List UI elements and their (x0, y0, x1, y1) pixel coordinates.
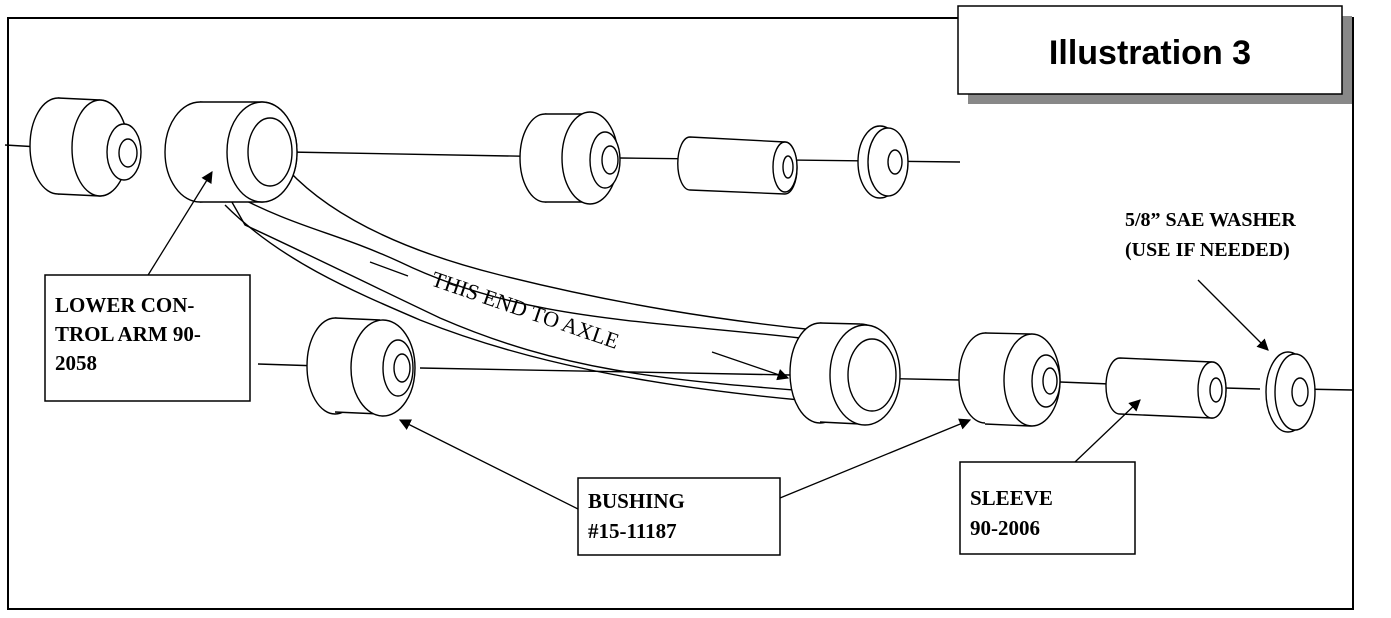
top-left-bushing (29, 97, 142, 197)
arrow-washer (1197, 279, 1269, 351)
lower-control-arm-upper-edge (287, 169, 816, 331)
arrow-bushing-right (779, 418, 972, 499)
top-sleeve (677, 136, 798, 195)
top-assembly-row (4, 97, 961, 401)
label-washer: 5/8” SAE WASHER (USE IF NEEDED) (1125, 209, 1296, 261)
title-box: Illustration 3 (957, 5, 1352, 104)
bottom-right-bushing (958, 332, 1061, 427)
bottom-left-bushing (306, 317, 416, 417)
title-box-panel (957, 5, 1343, 95)
label-sleeve-line-2: 90-2006 (970, 516, 1040, 540)
top-middle-bushing (519, 111, 621, 205)
label-washer-line-2: (USE IF NEEDED) (1125, 239, 1290, 261)
label-lower-control-arm: LOWER CON- TROL ARM 90- 2058 (44, 274, 251, 402)
control-arm-bottom-eye (789, 322, 901, 426)
label-bushing: BUSHING #15-11187 (577, 477, 781, 556)
label-lower-control-arm-line-3: 2058 (55, 351, 97, 375)
lower-control-arm-lower-edge (224, 204, 801, 401)
diagram-border (7, 17, 1354, 610)
arrow-axle-start-dash (369, 261, 409, 277)
label-washer-line-1: 5/8” SAE WASHER (1125, 209, 1296, 231)
illustration-title: Illustration 3 (1049, 34, 1251, 72)
bottom-sleeve (1105, 357, 1227, 419)
arrow-sleeve (1074, 399, 1141, 463)
bottom-assembly-row (257, 317, 1353, 433)
arrow-lower-control-arm (144, 171, 213, 281)
label-sleeve: SLEEVE 90-2006 (959, 461, 1136, 555)
top-washer (857, 125, 909, 199)
label-bushing-line-2: #15-11187 (588, 519, 677, 543)
label-bushing-line-1: BUSHING (588, 489, 685, 513)
arrow-bushing-left (398, 419, 581, 511)
control-arm-top-eye (164, 101, 298, 203)
bottom-washer (1265, 351, 1316, 433)
arrow-axle (711, 351, 790, 381)
label-sleeve-line-1: SLEEVE (970, 486, 1053, 510)
label-lower-control-arm-line-1: LOWER CON- (55, 293, 194, 317)
label-lower-control-arm-line-2: TROL ARM 90- (55, 322, 201, 346)
